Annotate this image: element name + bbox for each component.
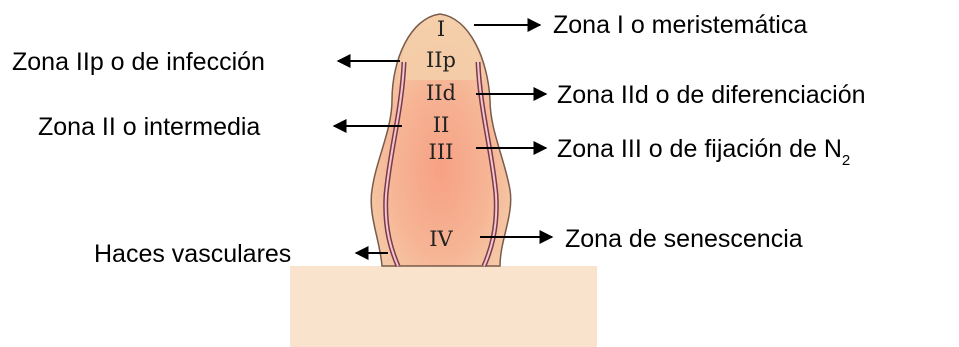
label-fixation: Zona III o de fijación de N2	[557, 135, 850, 169]
zone-iii-label: III	[429, 140, 454, 164]
label-fixation-subscript: 2	[842, 152, 850, 169]
label-intermediate: Zona II o intermedia	[38, 113, 260, 141]
zone-iv-label: IV	[429, 227, 453, 251]
label-infection: Zona IIp o de infección	[12, 48, 265, 76]
label-meristematic: Zona I o meristemática	[553, 11, 807, 39]
root-base	[290, 266, 597, 347]
zone-ii-label: II	[433, 113, 450, 137]
label-fixation-text: Zona III o de fijación de N	[557, 135, 842, 163]
label-vascular: Haces vasculares	[94, 240, 291, 268]
label-differentiation: Zona IId o de diferenciación	[557, 81, 866, 109]
zone-iid-label: IId	[426, 81, 456, 105]
label-senescence: Zona de senescencia	[565, 225, 803, 253]
zone-i-label: I	[437, 17, 445, 41]
zone-iip-label: IIp	[426, 48, 456, 72]
